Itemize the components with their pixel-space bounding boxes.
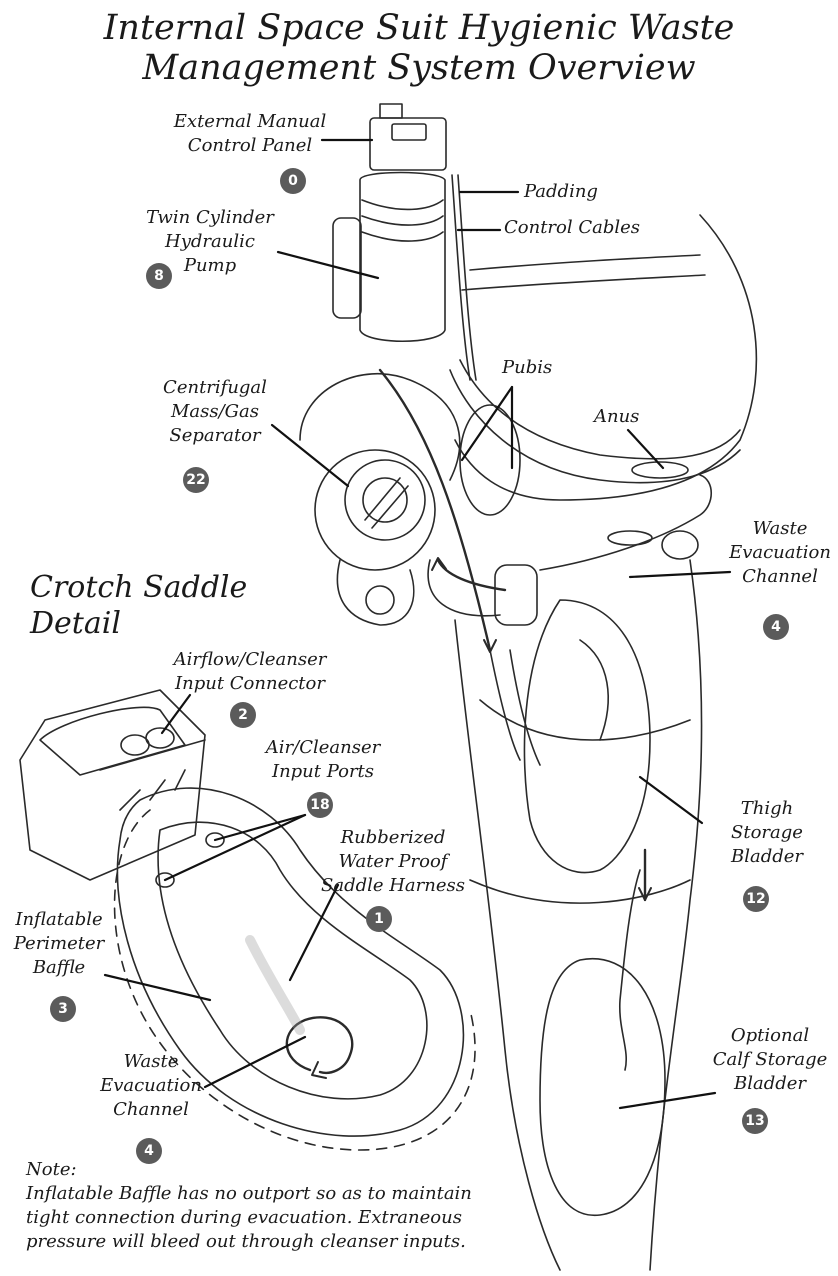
leader-saddle — [290, 885, 338, 980]
note-block: Note: Inflatable Baffle has no outport s… — [26, 1158, 586, 1254]
note-line: tight connection during evacuation. Extr… — [26, 1206, 586, 1230]
badge-control-panel: 0 — [280, 168, 306, 194]
badge-calf-bladder: 13 — [742, 1108, 768, 1134]
leader-calf — [620, 1093, 715, 1108]
leader-connector — [162, 695, 190, 733]
leader-anus — [628, 430, 663, 468]
body-outline — [455, 215, 756, 500]
label-calf-bladder: Optional Calf Storage Bladder — [706, 1024, 834, 1096]
separator-shape — [315, 450, 435, 570]
label-waste-channel-main: Waste Evacuation Channel — [728, 517, 832, 589]
note-heading: Note: — [26, 1158, 586, 1182]
label-input-ports: Air/Cleanser Input Ports — [258, 736, 388, 784]
leader-waste-main — [630, 572, 730, 577]
label-airflow-connector: Airflow/Cleanser Input Connector — [160, 648, 340, 696]
note-line: Inflatable Baffle has no outport so as t… — [26, 1182, 586, 1206]
pump-shape — [360, 173, 445, 342]
label-control-cables: Control Cables — [504, 216, 640, 240]
label-saddle-harness: Rubberized Water Proof Saddle Harness — [318, 826, 468, 898]
label-anus: Anus — [594, 405, 639, 429]
note-line: pressure will bleed out through cleanser… — [26, 1230, 586, 1254]
badge-separator: 22 — [183, 467, 209, 493]
badge-baffle: 3 — [50, 996, 76, 1022]
label-thigh-bladder: Thigh Storage Bladder — [712, 797, 822, 869]
label-separator: Centrifugal Mass/Gas Separator — [150, 376, 280, 448]
page-title-line1: Internal Space Suit Hygienic Waste — [0, 8, 838, 48]
badge-input-ports: 18 — [307, 792, 333, 818]
label-pubis: Pubis — [502, 356, 552, 380]
subtitle-line2: Detail — [30, 606, 121, 642]
badge-airflow-connector: 2 — [230, 702, 256, 728]
leader-waste-detail — [205, 1037, 305, 1087]
label-waste-channel-detail: Waste Evacuation Channel — [96, 1050, 206, 1122]
label-padding: Padding — [524, 180, 598, 204]
leader-pump — [278, 252, 378, 278]
badge-pump: 8 — [146, 263, 172, 289]
leader-ports-b — [165, 815, 305, 880]
badge-thigh-bladder: 12 — [743, 886, 769, 912]
badge-waste-channel-main: 4 — [763, 614, 789, 640]
badge-saddle-harness: 1 — [366, 906, 392, 932]
label-baffle: Inflatable Perimeter Baffle — [4, 908, 114, 980]
page-title-line2: Management System Overview — [0, 48, 838, 88]
subtitle-line1: Crotch Saddle — [30, 570, 247, 606]
leader-separator — [272, 425, 348, 486]
label-control-panel: External Manual Control Panel — [170, 110, 330, 158]
control-panel-shape — [370, 118, 446, 170]
leader-thigh — [640, 777, 702, 823]
